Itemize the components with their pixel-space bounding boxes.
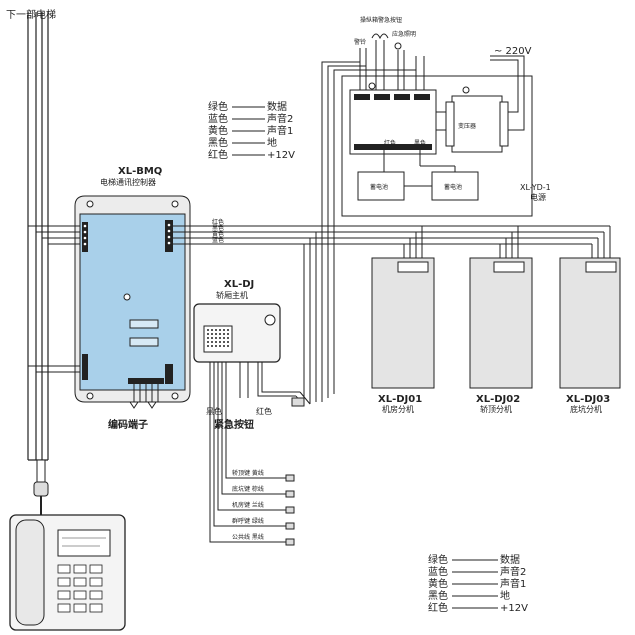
legend-bottom: 绿色 蓝色 黄色 黑色 红色 数据 声音2 声音1 地 +12V xyxy=(428,553,528,614)
main-unit-box xyxy=(193,303,281,363)
legend-bottom-color-3: 黑色 xyxy=(428,589,448,602)
legend-bottom-meaning-0: 数据 xyxy=(500,553,520,566)
next-elevator-cable xyxy=(27,12,49,461)
legend-bottom-meaning-1: 声音2 xyxy=(500,565,526,578)
bus-wire-label-3: 蓝色 xyxy=(212,236,224,244)
legend-top-color-1: 蓝色 xyxy=(208,112,228,125)
legend-bottom-meaning-3: 地 xyxy=(500,589,510,602)
handset-plug xyxy=(33,459,49,515)
key-wire-3: 群呼键 绿线 xyxy=(232,517,264,525)
power-supply xyxy=(341,75,533,217)
legend-top-color-3: 黑色 xyxy=(208,136,228,149)
key-wire-2: 机房键 兰线 xyxy=(232,501,264,509)
bus-wire-label-2: 黄色 xyxy=(212,230,224,238)
legend-top-meaning-4: +12V xyxy=(267,150,295,161)
legend-bottom-meaning-4: +12V xyxy=(500,603,528,614)
extension-box-2 xyxy=(469,257,533,389)
power-black-wire: 黑色 xyxy=(414,139,426,147)
key-wire-lines xyxy=(209,470,295,546)
power-to-bus-bundle xyxy=(303,61,417,406)
legend-bottom-color-4: 红色 xyxy=(428,601,448,614)
extension-model-2: XL-DJ02 xyxy=(476,394,520,405)
legend-bottom-color-0: 绿色 xyxy=(428,553,448,566)
main-unit-wires xyxy=(209,362,311,540)
legend-top-meaning-0: 数据 xyxy=(267,100,287,113)
extension-box-3 xyxy=(559,257,621,389)
power-bell: 警铃 xyxy=(354,38,366,46)
key-wire-4: 公共线 黑线 xyxy=(232,533,264,541)
main-bus xyxy=(173,225,610,245)
controller-box xyxy=(74,195,191,403)
power-name: 电源 xyxy=(530,192,546,202)
legend-bottom-color-2: 黄色 xyxy=(428,577,448,590)
encoder-terminal-wires xyxy=(129,384,159,409)
emergency-button-label: 紧急按钮 xyxy=(214,418,254,431)
legend-top-meaning-1: 声音2 xyxy=(267,112,293,125)
power-internal-wires xyxy=(383,55,525,187)
legend-top: 绿色 蓝色 黄色 黑色 红色 数据 声音2 声音1 地 +12V xyxy=(208,100,295,161)
power-emergency-light: 应急照明 xyxy=(392,30,416,38)
main-unit-name: 轿厢主机 xyxy=(216,290,248,300)
power-battery-2: 蓄电池 xyxy=(444,183,462,191)
controller-name: 电梯通讯控制器 xyxy=(100,177,156,187)
main-unit-wire-black: 黑色 xyxy=(206,406,222,416)
bus-wire-label-0: 红色 xyxy=(212,218,224,226)
legend-top-color-0: 绿色 xyxy=(208,100,228,113)
encoder-terminal-label: 编码端子 xyxy=(108,418,148,431)
power-battery-1: 蓄电池 xyxy=(370,183,388,191)
power-top-devices xyxy=(359,33,425,90)
legend-top-meaning-2: 声音1 xyxy=(267,124,293,137)
key-wire-0: 轿顶键 黄线 xyxy=(232,469,264,477)
extension-name-3: 底坑分机 xyxy=(570,404,602,414)
legend-bottom-color-1: 蓝色 xyxy=(428,565,448,578)
extension-model-3: XL-DJ03 xyxy=(566,394,610,405)
power-red-wire: 红色 xyxy=(384,139,396,147)
phone-terminal xyxy=(9,514,126,631)
controller-model: XL-BMQ xyxy=(118,166,162,177)
extension-name-1: 机房分机 xyxy=(382,404,414,414)
extension-model-1: XL-DJ01 xyxy=(378,394,422,405)
power-alarm-button: 操纵箱警急按钮 xyxy=(360,16,402,24)
key-wire-1: 底坑键 棕线 xyxy=(232,485,264,493)
legend-top-color-4: 红色 xyxy=(208,148,228,161)
main-unit-wire-red: 红色 xyxy=(256,406,272,416)
legend-top-meaning-3: 地 xyxy=(267,136,277,149)
legend-top-color-2: 黄色 xyxy=(208,124,228,137)
main-unit-model: XL-DJ xyxy=(224,279,254,290)
power-model: XL-YD-1 xyxy=(520,183,551,192)
power-voltage: ~ 220V xyxy=(494,46,532,57)
bus-wire-labels: 红色 黑色 黄色 蓝色 xyxy=(212,218,224,244)
legend-bottom-meaning-2: 声音1 xyxy=(500,577,526,590)
extension-name-2: 轿顶分机 xyxy=(480,404,512,414)
controller-left-bus xyxy=(28,225,80,373)
next-elevator-label: 下一部电梯 xyxy=(6,8,56,21)
extension-box-1 xyxy=(371,257,435,389)
power-transformer: 变压器 xyxy=(458,122,476,130)
bus-wire-label-1: 黑色 xyxy=(212,224,224,232)
